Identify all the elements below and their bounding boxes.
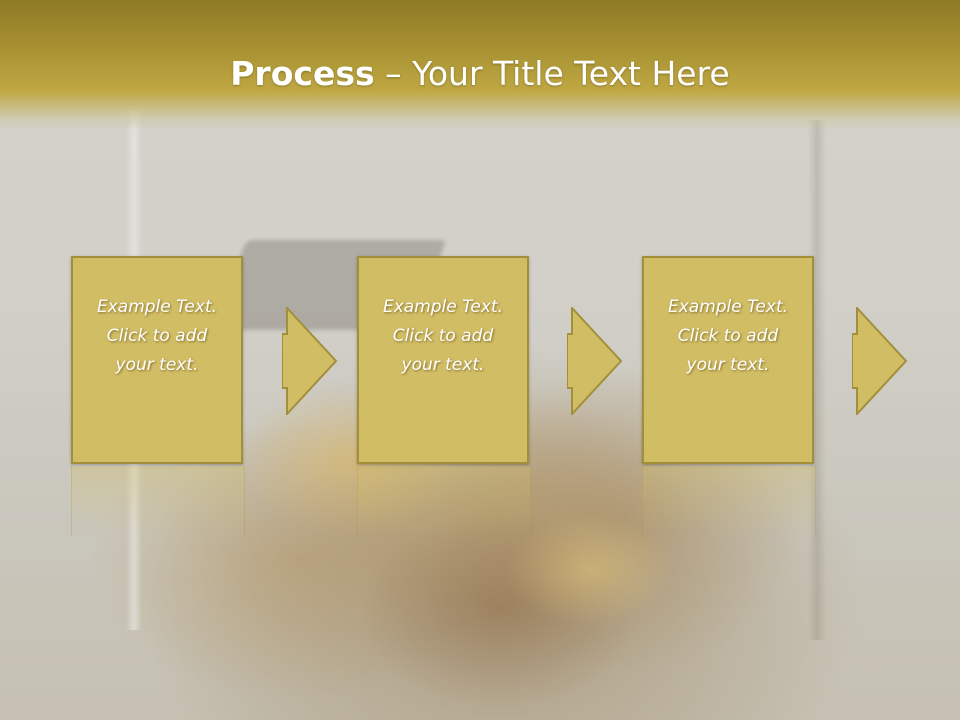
glass-shadow [808, 120, 826, 640]
step-reflection [357, 466, 531, 536]
process-step-3[interactable]: Example Text. Click to add your text. [642, 256, 814, 464]
step-text[interactable]: Example Text. Click to add your text. [660, 293, 796, 380]
step-line: Example Text. [96, 296, 218, 317]
title-rest: – Your Title Text Here [374, 54, 730, 93]
step-line: Click to add [106, 325, 208, 346]
step-line: your text. [401, 354, 485, 375]
step-line: Example Text. [382, 296, 504, 317]
slide-title[interactable]: Process – Your Title Text Here [0, 52, 960, 96]
header-band [0, 0, 960, 130]
arrow-right-icon[interactable] [567, 307, 623, 415]
step-line: Click to add [392, 325, 494, 346]
step-line: your text. [115, 354, 199, 375]
process-step-1[interactable]: Example Text. Click to add your text. [71, 256, 243, 464]
step-text[interactable]: Example Text. Click to add your text. [89, 293, 225, 380]
step-line: Click to add [677, 325, 779, 346]
process-step-2[interactable]: Example Text. Click to add your text. [357, 256, 529, 464]
title-bold: Process [230, 54, 375, 93]
step-reflection [71, 466, 245, 536]
step-line: your text. [686, 354, 770, 375]
step-reflection [642, 466, 816, 536]
step-text[interactable]: Example Text. Click to add your text. [375, 293, 511, 380]
arrow-right-icon[interactable] [282, 307, 338, 415]
step-line: Example Text. [667, 296, 789, 317]
arrow-right-icon[interactable] [852, 307, 908, 415]
